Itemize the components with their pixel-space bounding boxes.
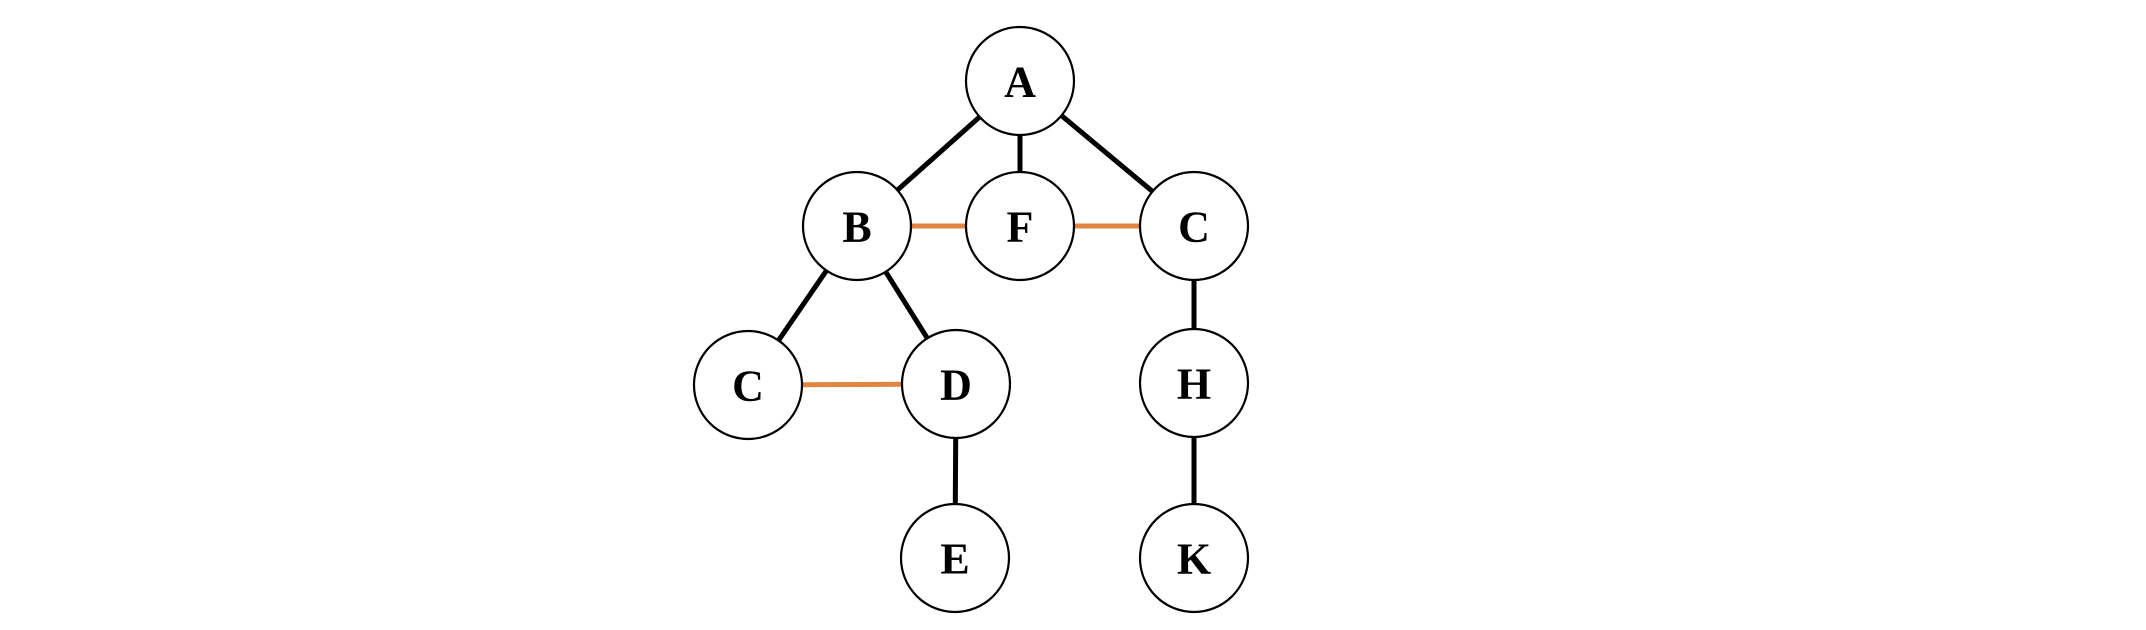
graph-node-circle-n5[interactable] [900,328,1012,440]
graph-edge-b-c [776,269,829,342]
graph-node-n6[interactable]: H [1138,327,1250,439]
graph-node-circle-n4[interactable] [692,329,804,441]
graph-edge-a-c [1059,113,1155,194]
graph-node-n5[interactable]: D [900,328,1012,440]
graph-node-n8[interactable]: K [1138,502,1250,614]
graph-node-n2[interactable]: F [964,170,1076,282]
graph-node-n3[interactable]: C [1138,170,1250,282]
graph-node-n4[interactable]: C [692,329,804,441]
graph-node-n7[interactable]: E [899,502,1011,614]
graph-node-circle-n1[interactable] [801,170,913,282]
graph-node-circle-n6[interactable] [1138,327,1250,439]
graph-node-circle-n7[interactable] [899,502,1011,614]
graph-node-circle-n0[interactable] [964,25,1076,137]
graph-edge-b-d [883,270,930,340]
graph-node-circle-n3[interactable] [1138,170,1250,282]
graph-node-n0[interactable]: A [964,25,1076,137]
graph-node-circle-n8[interactable] [1138,502,1250,614]
graph-edge-a-b [895,115,982,192]
graph-node-circle-n2[interactable] [964,170,1076,282]
edges-layer [776,113,1197,505]
graph-node-n1[interactable]: B [801,170,913,282]
